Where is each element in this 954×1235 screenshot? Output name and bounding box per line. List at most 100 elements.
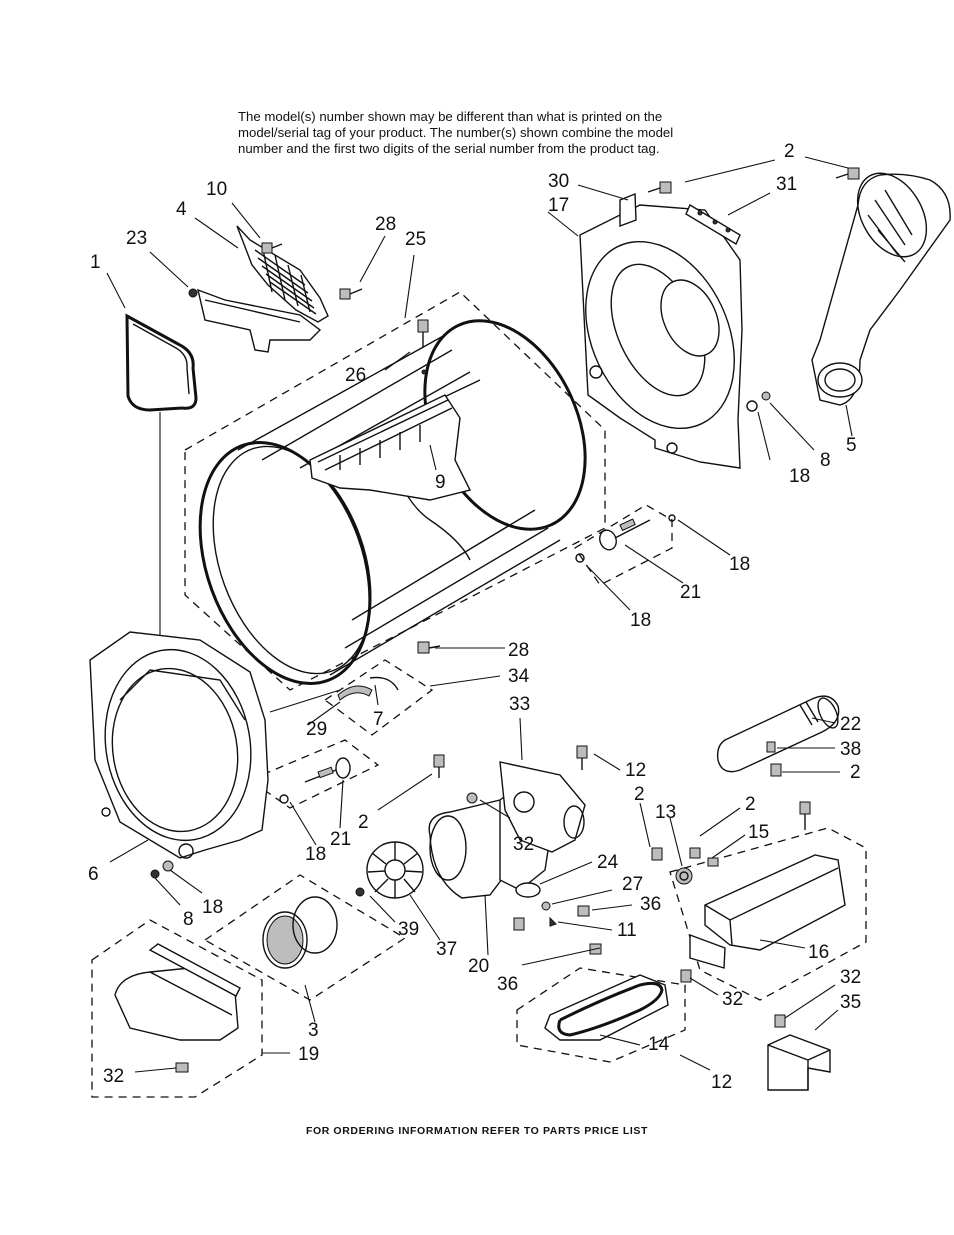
lint-duct-group-outline <box>91 919 263 1098</box>
lint-guard <box>236 225 329 323</box>
callout-20: 20 <box>468 956 489 977</box>
screw-32-duct <box>175 1062 189 1073</box>
callout-36-upper: 36 <box>640 894 661 915</box>
element-group-outline <box>516 967 686 1063</box>
callout-24: 24 <box>597 852 619 873</box>
heater-housing <box>689 854 846 969</box>
callout-18-front-lower: 18 <box>202 897 223 918</box>
callout-3: 3 <box>308 1020 319 1041</box>
exhaust-duct <box>811 172 951 406</box>
callout-34: 34 <box>508 666 530 687</box>
callout-37: 37 <box>436 939 457 960</box>
callout-8-rear: 8 <box>820 450 831 471</box>
lint-screen-frame <box>125 313 198 412</box>
screw-26 <box>417 319 429 348</box>
screw-32-blower <box>466 792 478 804</box>
callout-33: 33 <box>509 694 530 715</box>
drum-tie-line <box>269 689 341 713</box>
callout-36-lower: 36 <box>497 974 518 995</box>
bulkhead-bracket-30 <box>619 192 637 228</box>
thermal-fuse-15 <box>707 857 719 867</box>
callout-29: 29 <box>306 719 327 740</box>
callout-9: 9 <box>435 472 446 493</box>
callout-32-blower: 32 <box>513 834 534 855</box>
callout-14: 14 <box>648 1034 670 1055</box>
front-bulkhead <box>89 631 269 859</box>
callout-18-front: 18 <box>305 844 326 865</box>
drum-glides <box>337 676 399 701</box>
callout-10: 10 <box>206 179 227 200</box>
callout-2-heater-left: 2 <box>634 784 645 805</box>
callout-23: 23 <box>126 228 147 249</box>
callout-39: 39 <box>398 919 419 940</box>
callout-18-lower: 18 <box>630 610 651 631</box>
blower-housing <box>428 761 586 899</box>
thermostat-13 <box>675 867 693 885</box>
note-line-2: model/serial tag of your product. The nu… <box>238 125 674 140</box>
callout-38: 38 <box>840 739 861 760</box>
note-line-3: number and the first two digits of the s… <box>238 141 660 156</box>
screw-2-heater-mid <box>689 847 701 859</box>
callout-2-heater-mid: 2 <box>745 794 756 815</box>
callout-35: 35 <box>840 992 861 1013</box>
screw-2-blower <box>433 754 445 778</box>
seal-group-outline <box>203 874 407 1001</box>
callout-27: 27 <box>622 874 643 895</box>
front-seal <box>262 896 338 969</box>
blower-wheel <box>366 841 424 899</box>
callout-12-blower: 12 <box>625 760 646 781</box>
callout-6: 6 <box>88 864 99 885</box>
heater-group-outline <box>669 827 867 1001</box>
callout-16: 16 <box>808 942 829 963</box>
callout-8-front: 8 <box>183 909 194 930</box>
callout-2-blower: 2 <box>358 812 369 833</box>
screw-28-top <box>339 288 363 300</box>
screw-36-lower <box>513 917 602 955</box>
bearing-strip-31 <box>685 203 741 246</box>
callout-2-top: 2 <box>784 141 795 162</box>
note-line-1: The model(s) number shown may be differe… <box>238 109 663 124</box>
callout-19: 19 <box>298 1044 319 1065</box>
clip-27 <box>541 901 551 911</box>
drum <box>198 319 587 685</box>
callout-32-bracket: 32 <box>840 967 861 988</box>
rear-bearing <box>575 514 676 563</box>
model-number-note: The model(s) number shown may be differe… <box>238 109 758 157</box>
ordering-footer: FOR ORDERING INFORMATION REFER TO PARTS … <box>305 1125 649 1137</box>
drum-baffle <box>309 394 472 501</box>
drum-group-outline <box>184 291 606 691</box>
callout-32-element: 32 <box>722 989 743 1010</box>
rear-bearing-group-outline <box>574 504 673 586</box>
callout-30: 30 <box>548 171 569 192</box>
screw-12-blower <box>576 745 588 770</box>
callout-21-rear: 21 <box>680 582 701 603</box>
lint-duct <box>114 943 241 1041</box>
heating-element <box>544 974 669 1041</box>
callout-31: 31 <box>776 174 797 195</box>
screw-2-top <box>647 181 672 194</box>
callout-13: 13 <box>655 802 676 823</box>
callout-5: 5 <box>846 435 857 456</box>
callout-18-rear: 18 <box>789 466 810 487</box>
mounting-bracket-35 <box>767 1034 831 1091</box>
washer-8-rear <box>746 391 771 412</box>
callout-21-front: 21 <box>330 829 351 850</box>
callout-2-tube: 2 <box>850 762 861 783</box>
screw-10 <box>261 242 283 254</box>
leader-lines <box>106 156 853 1073</box>
screw-2-heater-right <box>799 801 811 830</box>
motor-pulley-24 <box>515 882 541 898</box>
callout-17: 17 <box>548 195 569 216</box>
callout-22: 22 <box>840 714 861 735</box>
callout-32-duct: 32 <box>103 1066 124 1087</box>
callout-28-front: 28 <box>508 640 529 661</box>
screw-2-heater-left <box>651 847 663 861</box>
callout-11: 11 <box>617 920 637 941</box>
callout-7: 7 <box>373 709 384 730</box>
screw-32-bracket <box>774 1014 786 1028</box>
washer-8-front <box>150 860 174 879</box>
callout-26: 26 <box>345 365 366 386</box>
screw-32-element <box>680 969 692 983</box>
callout-25: 25 <box>405 229 426 250</box>
